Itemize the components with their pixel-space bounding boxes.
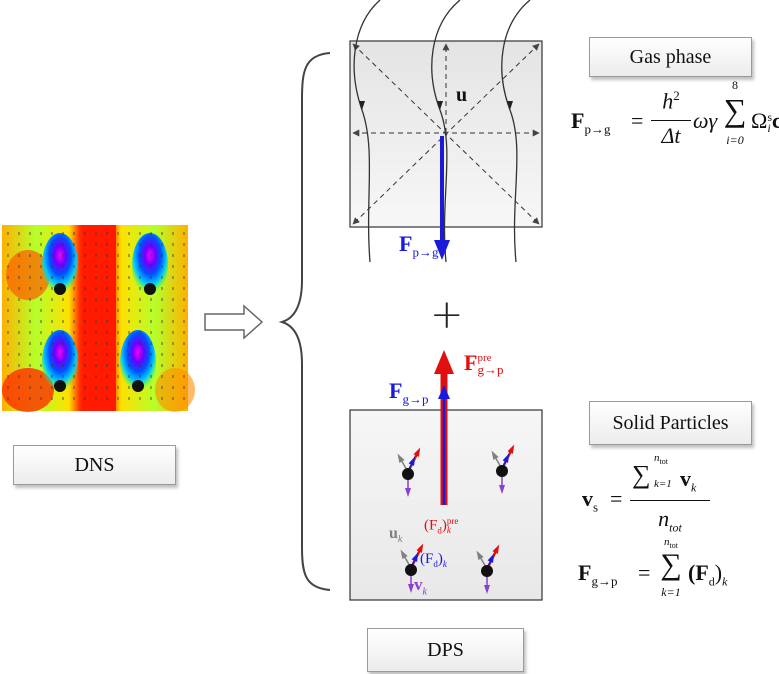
v-k-label: vk bbox=[414, 575, 427, 598]
gas-cell bbox=[349, 0, 543, 263]
gas-phase-label: Gas phase bbox=[589, 37, 752, 77]
curly-brace bbox=[278, 52, 331, 591]
hollow-arrow-icon bbox=[204, 304, 264, 340]
particle-cell bbox=[349, 350, 543, 601]
force-g-to-p-blue-label: Fg→p bbox=[389, 378, 429, 407]
u-k-label: uk bbox=[389, 525, 403, 546]
solid-particles-label: Solid Particles bbox=[589, 401, 752, 445]
plus-sign: + bbox=[430, 292, 464, 338]
drag-k-label: (Fd)k bbox=[420, 551, 447, 569]
dps-label: DPS bbox=[367, 628, 524, 672]
velocity-u-label: u bbox=[456, 84, 468, 106]
force-p-to-g-label: Fp→g bbox=[399, 231, 439, 260]
dns-label: DNS bbox=[13, 445, 176, 485]
dns-field-image bbox=[2, 225, 195, 412]
particles-layer bbox=[397, 444, 515, 594]
